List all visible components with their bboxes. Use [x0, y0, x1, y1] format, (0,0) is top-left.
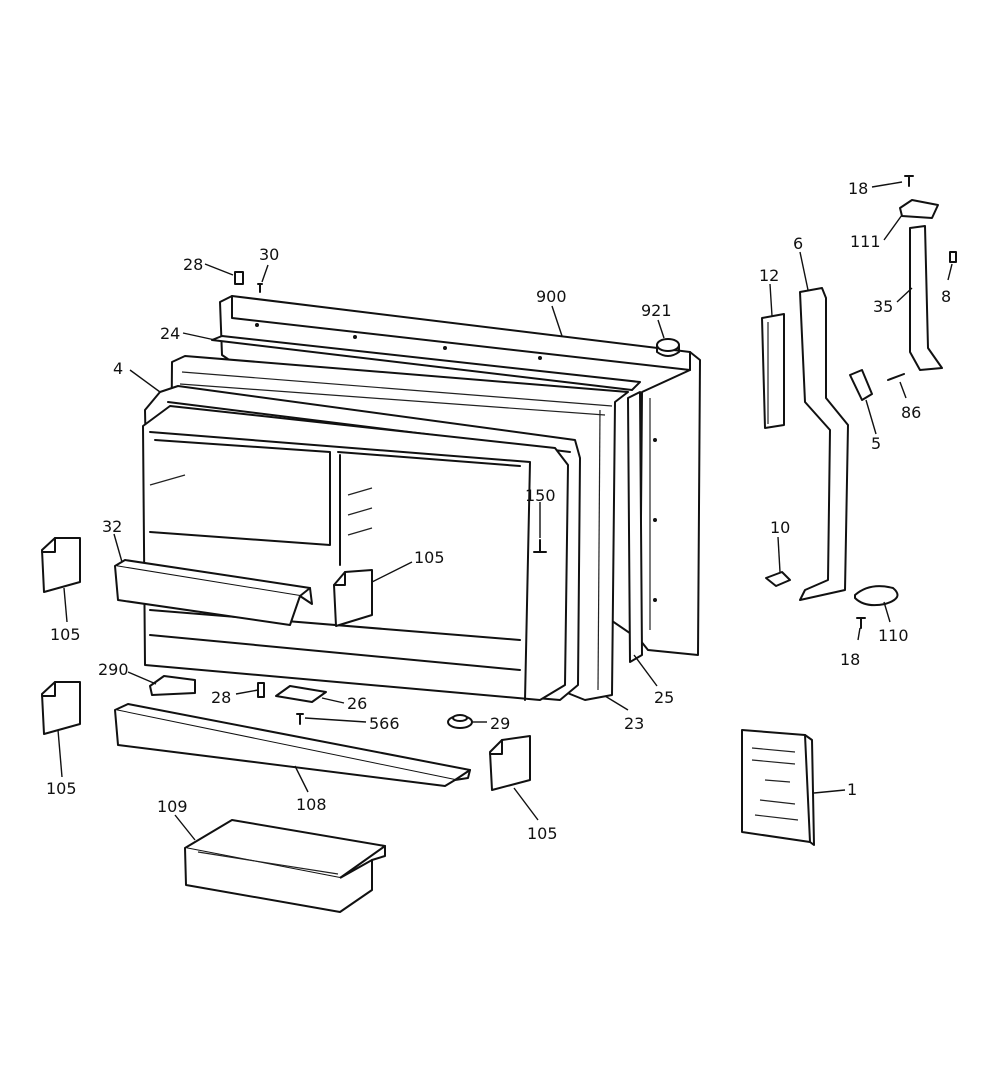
part-26-plate: [275, 685, 327, 703]
callout-110: 110: [878, 626, 909, 645]
part-86-screw: [887, 373, 905, 381]
callout-28-bottom: 28: [211, 688, 231, 707]
callout-900: 900: [536, 287, 567, 306]
callout-6: 6: [793, 234, 803, 253]
callout-105-left-top: 105: [50, 625, 81, 644]
callout-105-left-bottom: 105: [46, 779, 77, 798]
callout-8: 8: [941, 287, 951, 306]
part-35-hinge: [909, 225, 943, 371]
callout-35: 35: [873, 297, 893, 316]
part-28-bottom-screw: [257, 682, 265, 698]
part-105-left-bottom-bracket: [41, 681, 81, 735]
callout-12: 12: [759, 266, 779, 285]
part-290-block: [149, 675, 196, 696]
part-30-screw: [257, 283, 263, 293]
part-inner-liner: [142, 405, 569, 701]
part-105-left-top-bracket: [41, 537, 81, 593]
callout-18-top: 18: [848, 179, 868, 198]
callout-105-center: 105: [414, 548, 445, 567]
callout-18-bottom: 18: [840, 650, 860, 669]
callout-32: 32: [102, 517, 122, 536]
part-1-manual: [741, 729, 815, 846]
part-12-channel: [761, 313, 785, 429]
part-6-bracket: [799, 287, 849, 601]
callout-5: 5: [871, 434, 881, 453]
callout-26: 26: [347, 694, 367, 713]
part-150-screw: [533, 539, 547, 553]
part-921-plug: [656, 338, 680, 357]
callout-29: 29: [490, 714, 510, 733]
part-105-bottom-bracket: [489, 735, 531, 791]
callout-290: 290: [98, 660, 129, 679]
part-28-top-screw: [234, 271, 244, 285]
callout-109: 109: [157, 797, 188, 816]
callout-24: 24: [160, 324, 180, 343]
callout-108: 108: [296, 795, 327, 814]
part-18-bottom-screw: [856, 617, 866, 629]
callout-150: 150: [525, 486, 556, 505]
part-32-shelf: [114, 559, 313, 626]
callout-921: 921: [641, 301, 672, 320]
callout-105-bottom: 105: [527, 824, 558, 843]
part-29-bushing: [447, 714, 473, 729]
part-24-trim-strip: [211, 335, 641, 391]
part-110-hinge-pad: [854, 585, 899, 607]
part-108-shelf: [114, 703, 471, 787]
callout-86: 86: [901, 403, 921, 422]
callout-1: 1: [847, 780, 857, 799]
part-566-screw: [296, 713, 304, 725]
part-109-bin: [184, 819, 386, 913]
part-111-hinge-cap: [899, 199, 939, 219]
callout-25: 25: [654, 688, 674, 707]
part-105-center-bracket: [333, 569, 373, 627]
part-25-strip: [627, 391, 643, 663]
callout-566: 566: [369, 714, 400, 733]
callout-10: 10: [770, 518, 790, 537]
leader-lines: [57, 181, 953, 841]
part-10-bracket: [765, 571, 791, 587]
callout-28-top: 28: [183, 255, 203, 274]
callout-4: 4: [113, 359, 123, 378]
callout-30: 30: [259, 245, 279, 264]
callout-111: 111: [850, 232, 881, 251]
callout-23: 23: [624, 714, 644, 733]
part-8-plug: [949, 251, 957, 263]
part-18-top-screw: [904, 175, 914, 187]
part-5-hinge-plate: [849, 369, 873, 401]
